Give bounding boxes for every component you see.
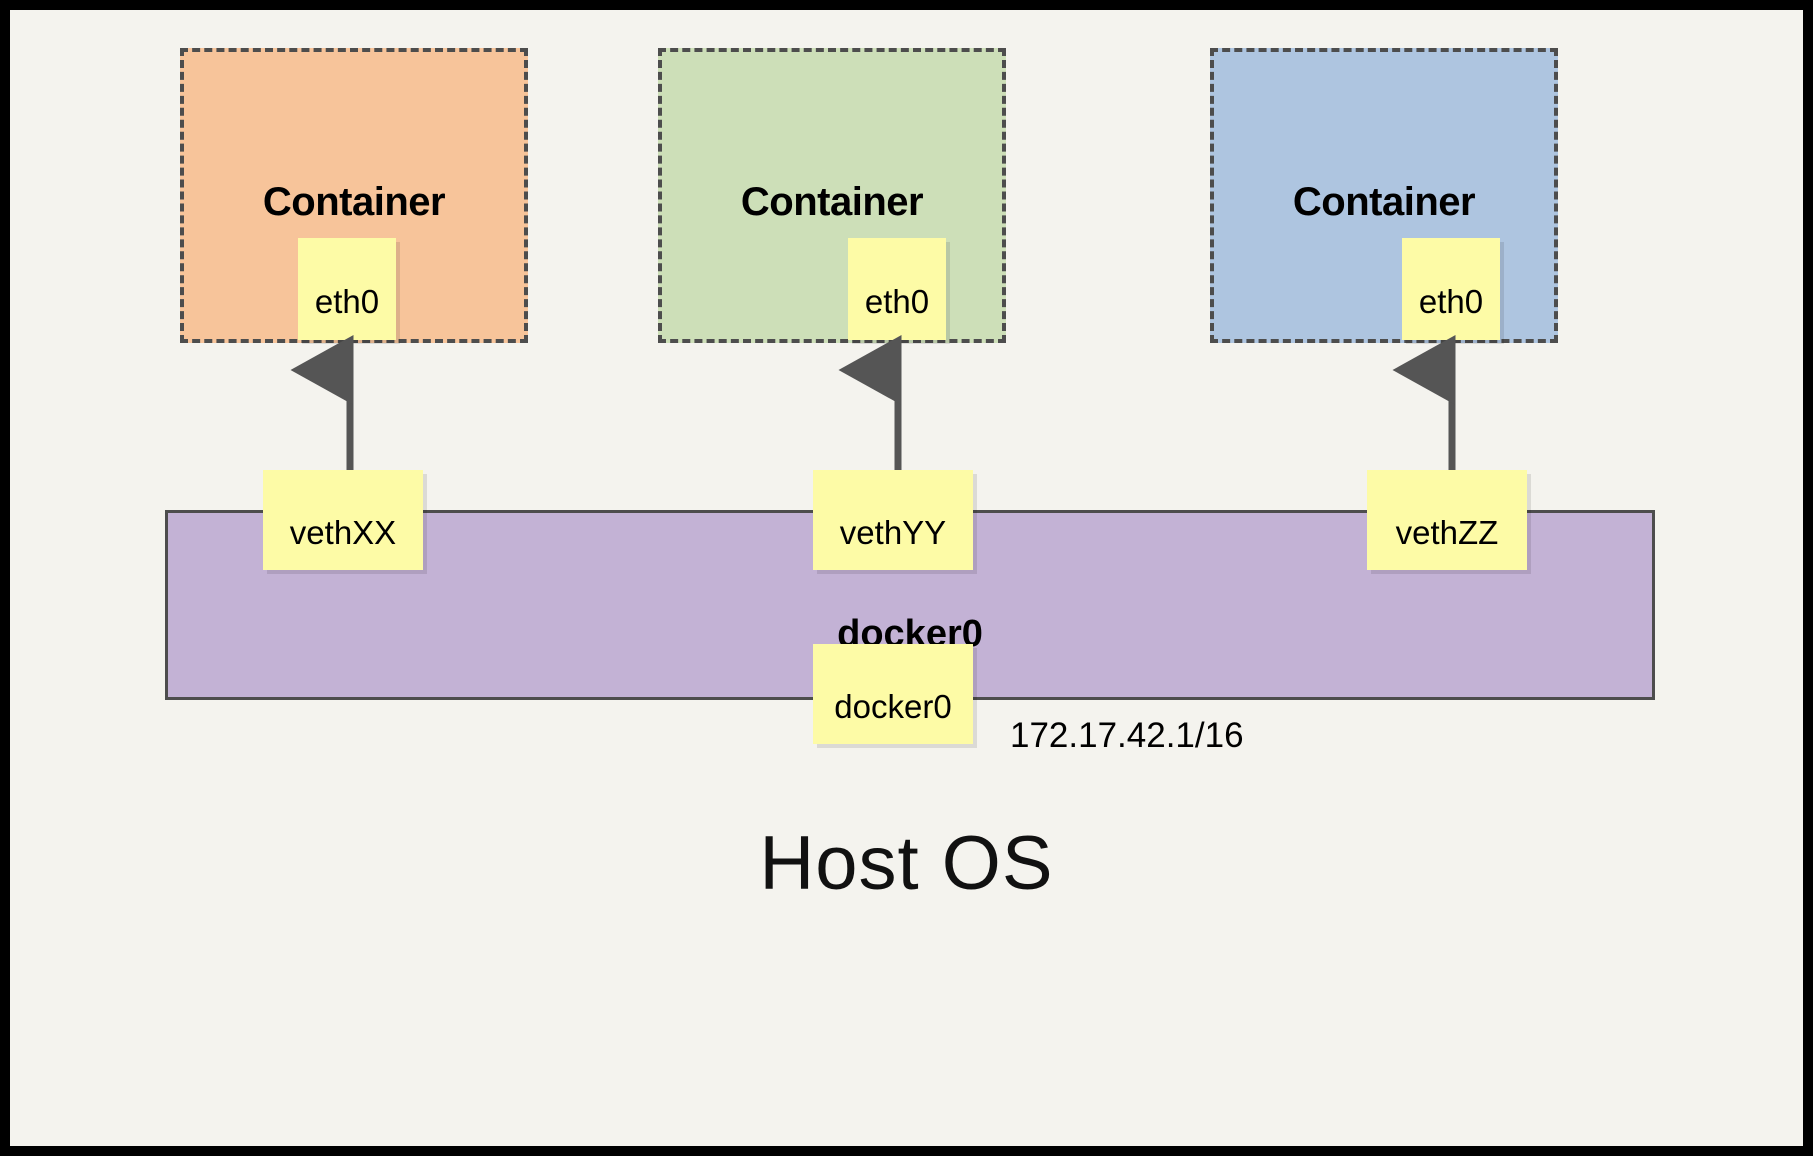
container-box-3[interactable]: Container: [1210, 48, 1558, 343]
veth-label-3: vethZZ: [1395, 513, 1499, 551]
docker0-port-label: docker0: [834, 687, 952, 725]
docker0-port-box[interactable]: docker0: [813, 644, 973, 744]
veth-box-2[interactable]: vethYY: [813, 470, 973, 570]
eth0-label-2: eth0: [864, 282, 930, 320]
container-title-2: Container: [740, 180, 924, 224]
container-title-1: Container: [262, 180, 446, 224]
container-box-2[interactable]: Container: [658, 48, 1006, 343]
veth-label-2: vethYY: [839, 513, 947, 551]
eth0-box-3[interactable]: eth0: [1402, 238, 1500, 340]
eth0-box-2[interactable]: eth0: [848, 238, 946, 340]
host-os-label: Host OS: [759, 821, 1054, 906]
host-os-region: Container eth0 Container eth0 Container …: [10, 10, 1803, 1146]
veth-box-3[interactable]: vethZZ: [1367, 470, 1527, 570]
veth-box-1[interactable]: vethXX: [263, 470, 423, 570]
docker0-ip-label: 172.17.42.1/16: [1010, 716, 1244, 755]
eth0-label-1: eth0: [314, 282, 380, 320]
container-title-3: Container: [1292, 180, 1476, 224]
veth-label-1: vethXX: [289, 513, 397, 551]
eth0-label-3: eth0: [1418, 282, 1484, 320]
eth0-box-1[interactable]: eth0: [298, 238, 396, 340]
